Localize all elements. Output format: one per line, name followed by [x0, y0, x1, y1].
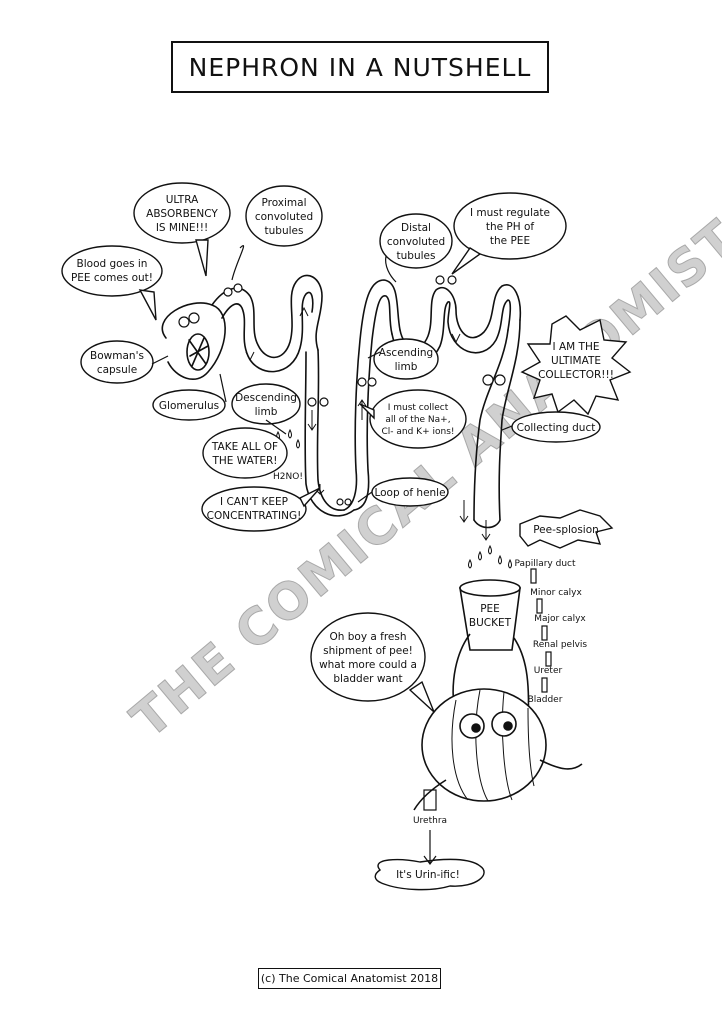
- label-ascending-2: limb: [395, 361, 418, 373]
- pathway-item: Bladder: [528, 695, 563, 705]
- descending-limb-shape: [316, 349, 345, 511]
- label-concentrating-1: I CAN'T KEEP: [220, 496, 288, 508]
- label-regulate-3: the PEE: [490, 235, 530, 247]
- pee-splosion-shape: [519, 509, 614, 549]
- label-descending-2: limb: [255, 406, 278, 418]
- label-proximal-1: Proximal: [261, 197, 306, 209]
- blood-bubble: [61, 245, 163, 297]
- bladder-speech-bubble: [310, 612, 426, 702]
- bucket-and-bladder: [413, 579, 583, 811]
- distal-convoluted-shape: [399, 284, 522, 349]
- label-bucket-1: PEE: [480, 603, 500, 615]
- label-urinific: It's Urin-ific!: [396, 869, 460, 881]
- label-ascending-1: Ascending: [379, 347, 433, 359]
- label-ultimate-2: ULTIMATE: [551, 355, 601, 367]
- pathway-item: Major calyx: [534, 614, 586, 624]
- label-bladder-speech-4: bladder want: [333, 673, 402, 685]
- label-bladder-speech-2: shipment of pee!: [323, 645, 413, 657]
- ultra-bubble: [133, 182, 231, 244]
- ascending-limb-shape: [343, 279, 401, 511]
- ascending-bubble: [373, 338, 439, 380]
- label-ultra-1: ULTRA: [166, 194, 199, 206]
- label-bladder-speech-1: Oh boy a fresh: [329, 631, 406, 643]
- label-distal-3: tubules: [397, 250, 436, 262]
- label-bucket-2: BUCKET: [469, 617, 512, 629]
- label-h2no: H2NO!: [273, 472, 303, 482]
- label-water-1: TAKE ALL OF: [211, 441, 278, 453]
- label-ultimate-1: I AM THE: [553, 341, 600, 353]
- concentrating-bubble: [201, 486, 307, 532]
- label-distal-1: Distal: [401, 222, 431, 234]
- bowmans-capsule-shape: [161, 302, 226, 381]
- descending-bubble: [231, 383, 301, 425]
- label-collecting-duct: Collecting duct: [517, 422, 596, 434]
- label-blood-1: Blood goes in: [77, 258, 148, 270]
- nephron-tubule: [161, 274, 522, 529]
- label-collect-1: I must collect: [388, 403, 449, 413]
- distal-bubble: [379, 213, 453, 269]
- label-glomerulus: Glomerulus: [159, 400, 219, 412]
- pathway-item: Ureter: [534, 666, 563, 676]
- label-regulate-2: the PH of: [486, 221, 535, 233]
- label-collect-2: all of the Na+,: [385, 415, 450, 425]
- page-title: NEPHRON IN A NUTSHELL: [171, 41, 549, 93]
- copyright-footer: (c) The Comical Anatomist 2018: [258, 968, 441, 989]
- label-pointers: [151, 245, 513, 503]
- pathway-item: Papillary duct: [514, 559, 576, 569]
- label-urethra: Urethra: [413, 816, 447, 826]
- collecting-duct-bubble: [511, 411, 601, 443]
- character-eyes: [178, 275, 506, 506]
- label-bowman-1: Bowman's: [90, 350, 144, 362]
- regulate-bubble: [453, 192, 567, 260]
- label-proximal-3: tubules: [265, 225, 304, 237]
- pathway-item: Minor calyx: [530, 588, 582, 598]
- water-bubble: [202, 427, 288, 479]
- label-proximal-2: convoluted: [255, 211, 313, 223]
- collecting-duct-shape: [498, 319, 521, 521]
- label-ultra-3: IS MINE!!!: [156, 222, 208, 234]
- diagram-labels: Blood goes in PEE comes out! ULTRA ABSOR…: [71, 194, 614, 881]
- label-distal-2: convoluted: [387, 236, 445, 248]
- label-ultra-2: ABSORBENCY: [146, 208, 218, 220]
- pathway-item: Renal pelvis: [533, 640, 588, 650]
- puddle-shape: [374, 858, 485, 891]
- collect-bubble: [369, 389, 467, 449]
- label-regulate-1: I must regulate: [470, 207, 550, 219]
- pathway-arrows: [423, 568, 552, 865]
- proximal-bubble: [245, 185, 323, 247]
- label-loop: Loop of henle: [374, 487, 445, 499]
- label-ultimate-3: COLLECTOR!!!: [538, 369, 614, 381]
- label-water-2: THE WATER!: [211, 455, 277, 467]
- label-descending-1: Descending: [235, 392, 297, 404]
- label-concentrating-2: CONCENTRATING!: [207, 510, 302, 522]
- label-bladder-speech-3: what more could a: [319, 659, 417, 671]
- bowman-bubble: [80, 340, 154, 384]
- glomerulus-bubble: [152, 389, 226, 421]
- glomerulus-shape: [186, 333, 210, 371]
- ultimate-starburst: [520, 315, 632, 416]
- label-pee-splosion: Pee-splosion: [533, 524, 599, 536]
- label-blood-2: PEE comes out!: [71, 272, 153, 284]
- label-collect-3: Cl- and K+ ions!: [382, 427, 455, 437]
- bubbles: [61, 182, 632, 891]
- label-bowman-2: capsule: [97, 364, 137, 376]
